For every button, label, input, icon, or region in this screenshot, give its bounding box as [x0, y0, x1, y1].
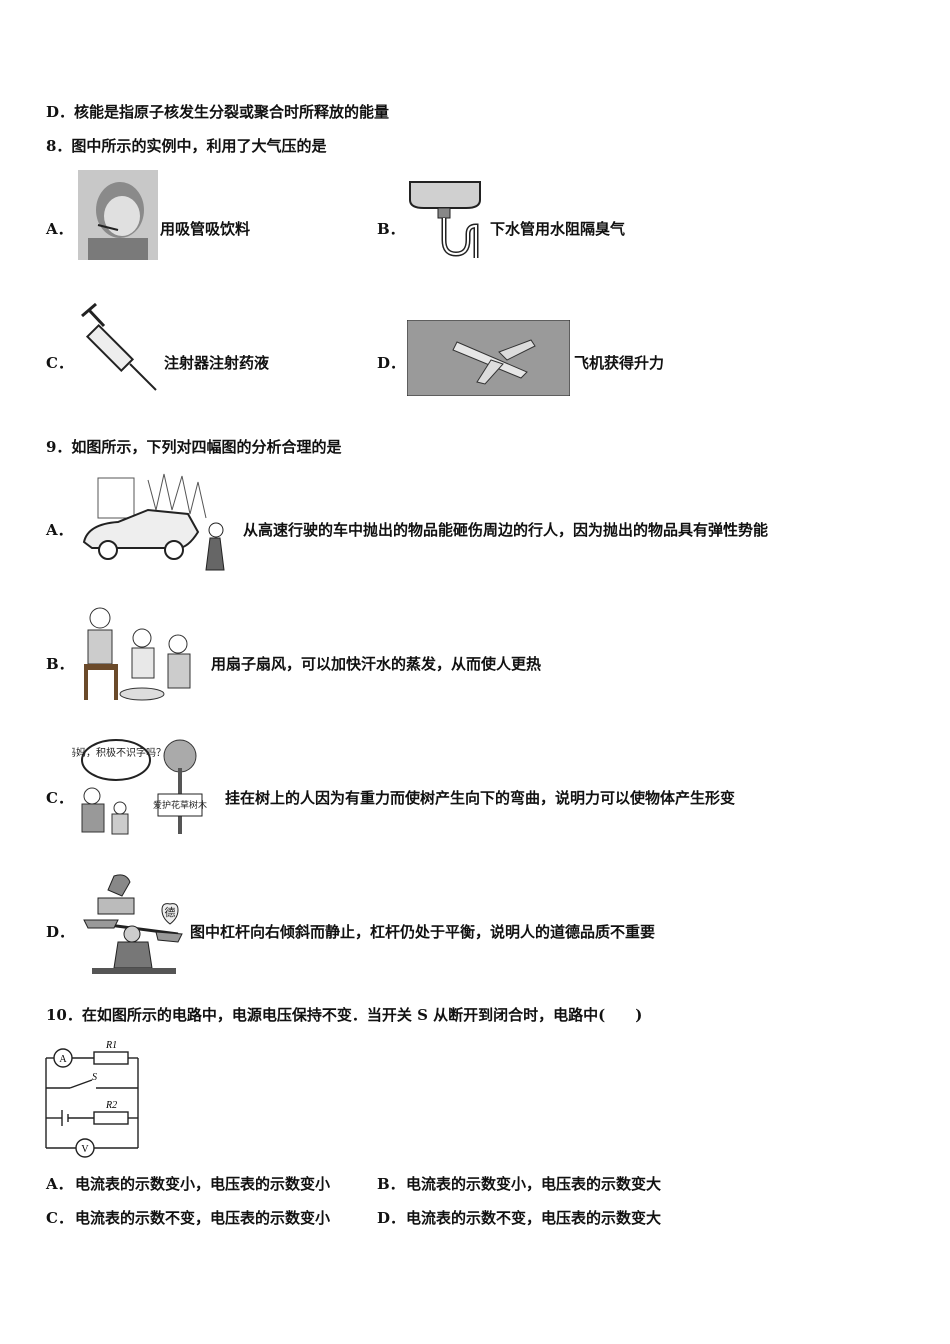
q8-figure-straw-drink	[78, 170, 158, 260]
q10-option-d-text: 电流表的示数不变，电压表的示数变大	[406, 1209, 662, 1227]
r2-label: R2	[105, 1100, 117, 1111]
speech-bubble-text: 妈妈，积极不识字吗？	[72, 746, 166, 759]
q8-option-b-label: B．	[377, 220, 405, 238]
q10-option-d-label: D．	[377, 1209, 406, 1227]
ammeter-label: A	[59, 1054, 67, 1065]
q9-option-c-label: C．	[46, 789, 73, 807]
voltmeter-label: V	[81, 1144, 89, 1155]
q8-option-c-label: C．	[46, 354, 73, 372]
q9-figure-car-throwing	[82, 473, 225, 571]
q8-figure-drain-pipe	[409, 181, 481, 258]
sign-text: 爱护花草树木	[153, 799, 207, 811]
q8-option-a-label: A．	[46, 220, 73, 238]
q9-option-d-label: D．	[46, 923, 75, 941]
q9-option-b-label: B．	[46, 655, 74, 673]
q9-figure-tree-person: 妈妈，积极不识字吗？ 爱护花草树木	[72, 739, 207, 835]
q8-option-a-text: 用吸管吸饮料	[160, 220, 251, 238]
q8-option-d-label: D．	[377, 354, 406, 372]
q10-option-c-label: C．	[46, 1209, 73, 1227]
q10-option-a-text: 电流表的示数变小，电压表的示数变小	[75, 1175, 331, 1193]
q9-option-a-text: 从高速行驶的车中抛出的物品能砸伤周边的行人，因为抛出的物品具有弹性势能	[243, 521, 769, 539]
q9-option-c-text: 挂在树上的人因为有重力而使树产生向下的弯曲，说明力可以使物体产生形变	[225, 789, 736, 807]
q10-option-a-label: A．	[46, 1175, 73, 1193]
q8-option-c-text: 注射器注射药液	[164, 354, 270, 372]
q10-option-c-text: 电流表的示数不变，电压表的示数变小	[75, 1209, 331, 1227]
q9-option-b-text: 用扇子扇风，可以加快汗水的蒸发，从而使人更热	[211, 655, 542, 673]
q9-option-a-label: A．	[46, 521, 73, 539]
q10-option-b-label: B．	[377, 1175, 405, 1193]
q9-figure-fan	[84, 607, 191, 701]
q8-option-b-text: 下水管用水阻隔臭气	[490, 220, 626, 238]
q10-option-b-text: 电流表的示数变小，电压表的示数变大	[406, 1175, 662, 1193]
q8-option-d-text: 飞机获得升力	[574, 354, 665, 372]
q9-stem: 9．如图所示，下列对四幅图的分析合理的是	[46, 438, 342, 456]
q8-figure-syringe	[81, 302, 157, 391]
q7-option-d: D．核能是指原子核发生分裂或聚合时所释放的能量	[46, 103, 390, 121]
q8-stem: 8．图中所示的实例中，利用了大气压的是	[46, 137, 327, 155]
q10-stem: 10．在如图所示的电路中，电源电压保持不变．当开关 S 从断开到闭合时，电路中(…	[46, 1006, 643, 1024]
q9-figure-lever-balance: 德	[83, 874, 183, 974]
q8-figure-airplane	[407, 320, 570, 396]
virtue-badge-text: 德	[165, 905, 176, 919]
switch-label: S	[92, 1072, 97, 1083]
q10-circuit-diagram: A V S R1 R2	[45, 1040, 139, 1158]
r1-label: R1	[105, 1040, 117, 1051]
q9-option-d-text: 图中杠杆向右倾斜而静止，杠杆仍处于平衡，说明人的道德品质不重要	[190, 923, 656, 941]
